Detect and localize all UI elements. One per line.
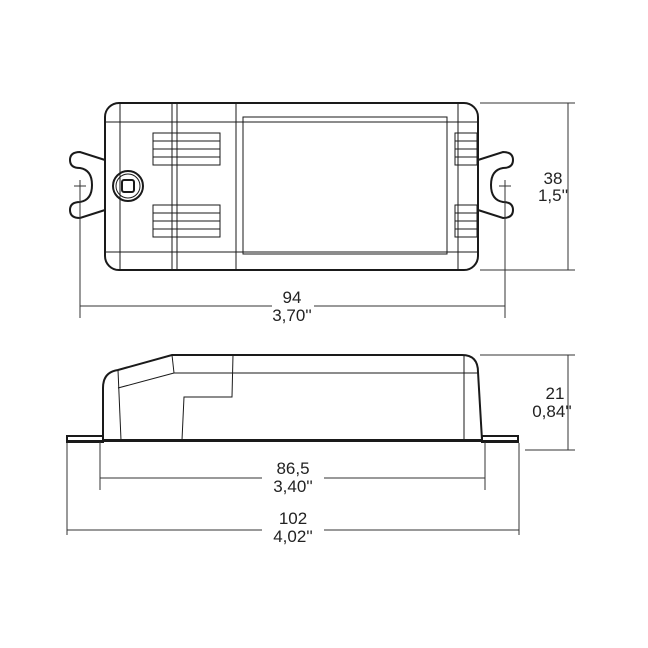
left-mounting-lug xyxy=(68,150,106,220)
side-housing-outline xyxy=(102,354,484,441)
dim-total-width-in: 4,02'' xyxy=(273,527,313,546)
dim-height-in: 1,5'' xyxy=(538,186,568,205)
dimension-side-height: 21 0,84'' xyxy=(480,354,575,451)
dim-height-mm: 38 xyxy=(544,169,563,188)
dimension-height: 38 1,5'' xyxy=(480,102,575,271)
dim-side-height-in: 0,84'' xyxy=(532,402,572,421)
side-view: 86,5 3,40'' 102 4,02'' 21 0,84'' xyxy=(66,354,575,546)
top-view: 94 3,70'' 38 1,5'' xyxy=(68,102,575,325)
label-area xyxy=(242,116,448,255)
dim-side-height-mm: 21 xyxy=(546,384,565,403)
right-mounting-lug xyxy=(477,150,515,220)
housing-outline xyxy=(104,102,479,271)
cable-clamp-knob-icon xyxy=(112,170,144,202)
dim-total-width-mm: 102 xyxy=(279,509,307,528)
mounting-hole-crosshair xyxy=(74,180,511,318)
dimension-total-width: 102 4,02'' xyxy=(66,443,520,546)
dim-width-in: 3,70'' xyxy=(272,306,312,325)
dimension-inner-width: 86,5 3,40'' xyxy=(99,442,486,496)
terminal-block-fins xyxy=(152,132,478,238)
dim-width-mm: 94 xyxy=(283,288,302,307)
dim-inner-width-in: 3,40'' xyxy=(273,477,313,496)
dimension-width: 94 3,70'' xyxy=(80,288,505,325)
dim-inner-width-mm: 86,5 xyxy=(276,459,309,478)
